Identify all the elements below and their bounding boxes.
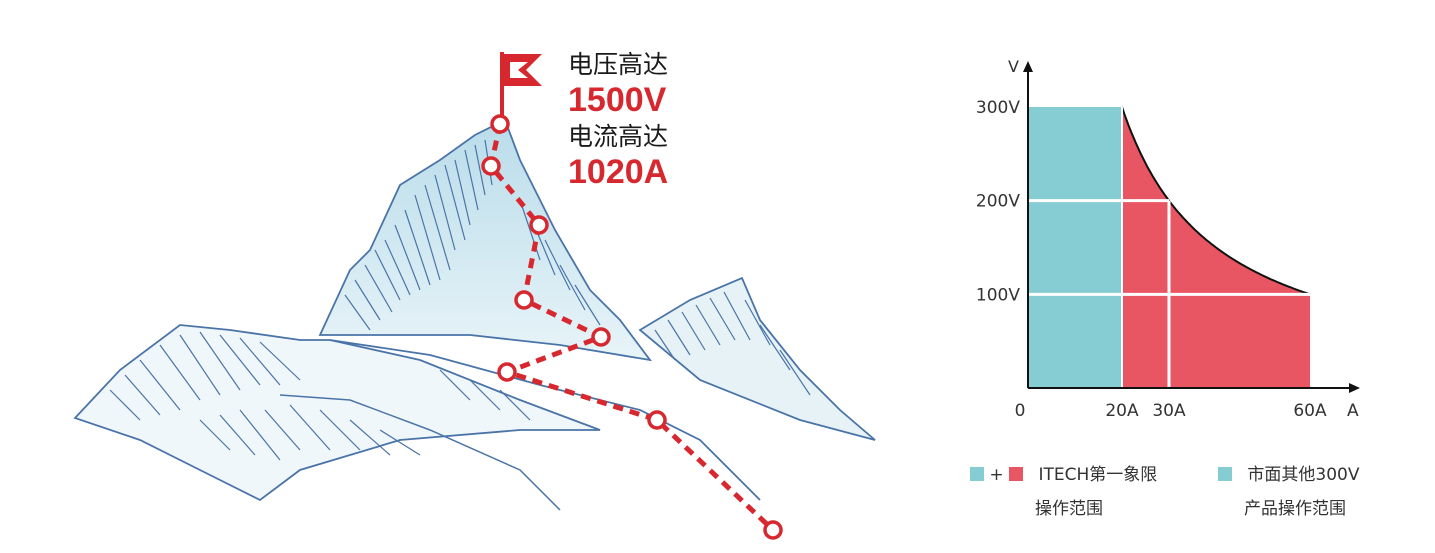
legend-itech-label2: 操作范围	[1035, 499, 1103, 519]
path-waypoint	[763, 520, 783, 540]
x-tick-label: 0	[1015, 401, 1026, 421]
headline-block: 电压高达 1500V 电流高达 1020A	[568, 50, 668, 192]
path-waypoint	[591, 327, 611, 347]
plot-area	[1028, 106, 1311, 389]
mountain-illustration	[73, 52, 876, 540]
legend-swatch-red	[1009, 467, 1024, 481]
voltage-label: 电压高达	[568, 50, 669, 79]
climbing-path	[481, 114, 783, 540]
y-tick-label: 100V	[976, 285, 1020, 305]
y-axis-label: V	[1008, 57, 1019, 76]
path-waypoint	[490, 114, 510, 134]
x-axis-arrow-icon	[1349, 383, 1360, 393]
path-waypoint	[497, 362, 517, 382]
legend-market-label: 市面其他300V	[1247, 465, 1360, 485]
legend-plus: +	[989, 465, 1004, 485]
legend-itech-label: ITECH第一象限	[1038, 465, 1158, 485]
y-tick-label: 200V	[976, 192, 1020, 212]
path-waypoint	[647, 410, 667, 430]
path-waypoint	[529, 215, 549, 235]
x-axis-label: A	[1347, 401, 1359, 421]
axes	[1023, 61, 1360, 393]
x-tick-label: 20A	[1105, 401, 1139, 421]
legend-market: 市面其他300V 产品操作范围	[1218, 458, 1359, 526]
voltage-value: 1500V	[568, 81, 667, 119]
y-tick-label: 300V	[976, 98, 1020, 118]
summit-flag-icon	[500, 52, 542, 115]
y-axis-arrow-icon	[1023, 61, 1033, 72]
legend-swatch-teal	[970, 467, 984, 481]
mountain-body	[73, 118, 876, 511]
legend-itech: + ITECH第一象限 操作范围	[970, 458, 1157, 526]
path-waypoint	[481, 156, 501, 176]
x-tick-label: 60A	[1293, 401, 1327, 421]
x-tick-label: 30A	[1152, 401, 1186, 421]
legend-swatch-teal	[1218, 467, 1232, 481]
series-market-area	[1028, 106, 1122, 389]
current-value: 1020A	[568, 153, 669, 191]
current-label: 电流高达	[568, 122, 669, 151]
tick-labels: V A 100V 200V 300V 0 20A 30A 60A	[976, 57, 1359, 421]
constant-power-curve	[1121, 106, 1311, 296]
path-waypoint	[514, 290, 534, 310]
legend-market-label2: 产品操作范围	[1244, 499, 1346, 519]
